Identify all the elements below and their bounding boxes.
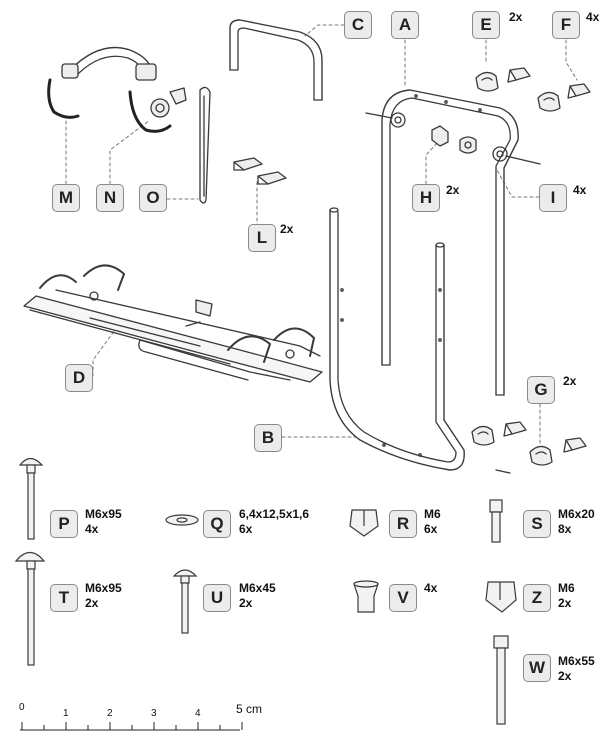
part-label-l: L [248, 224, 276, 252]
hw-spec-r: M6 [424, 507, 441, 521]
hw-spec-w: M6x55 [558, 654, 595, 668]
hw-qty-s: 8x [558, 522, 572, 536]
hw-qty-u: 2x [239, 596, 253, 610]
hw-label-r: R [389, 510, 417, 538]
part-label-c: C [344, 11, 372, 39]
hw-label-w: W [523, 654, 551, 682]
part-label-f: F [552, 11, 580, 39]
part-qty-e: 2x [509, 10, 523, 24]
part-label-b: B [254, 424, 282, 452]
scale-tick-label: 4 [195, 708, 201, 719]
part-label-g: G [527, 376, 555, 404]
hw-spec-q: 6,4x12,5x1,6 [239, 507, 310, 521]
scale-tick-label: 3 [151, 708, 157, 719]
part-qty-f: 4x [586, 10, 600, 24]
hw-spec-t: M6x95 [85, 581, 122, 595]
part-label-i: I [539, 184, 567, 212]
hw-qty-z: 2x [558, 596, 572, 610]
part-label-n: N [96, 184, 124, 212]
hw-label-v: V [389, 584, 417, 612]
hw-label-q: Q [203, 510, 231, 538]
hw-qty-v: 4x [424, 581, 438, 595]
part-qty-h: 2x [446, 183, 460, 197]
hw-spec-s: M6x20 [558, 507, 595, 521]
part-qty-g: 2x [563, 374, 577, 388]
hw-qty-t: 2x [85, 596, 99, 610]
hw-qty-r: 6x [424, 522, 438, 536]
scale-tick-label: 0 [19, 702, 25, 713]
hw-label-u: U [203, 584, 231, 612]
hw-spec-z: M6 [558, 581, 575, 595]
scale-unit-label: 5 cm [236, 702, 263, 716]
hw-label-z: Z [523, 584, 551, 612]
hw-qty-p: 4x [85, 522, 99, 536]
hw-spec-u: M6x45 [239, 581, 276, 595]
part-label-d: D [65, 364, 93, 392]
hw-qty-q: 6x [239, 522, 253, 536]
scale-tick-label: 1 [63, 708, 69, 719]
part-qty-i: 4x [573, 183, 587, 197]
part-label-m: M [52, 184, 80, 212]
hw-label-t: T [50, 584, 78, 612]
part-label-e: E [472, 11, 500, 39]
part-qty-l: 2x [280, 222, 294, 236]
hw-spec-p: M6x95 [85, 507, 122, 521]
scale-tick-label: 2 [107, 708, 113, 719]
part-label-a: A [391, 11, 419, 39]
part-label-o: O [139, 184, 167, 212]
hw-label-s: S [523, 510, 551, 538]
hw-label-p: P [50, 510, 78, 538]
part-label-h: H [412, 184, 440, 212]
hw-qty-w: 2x [558, 669, 572, 683]
